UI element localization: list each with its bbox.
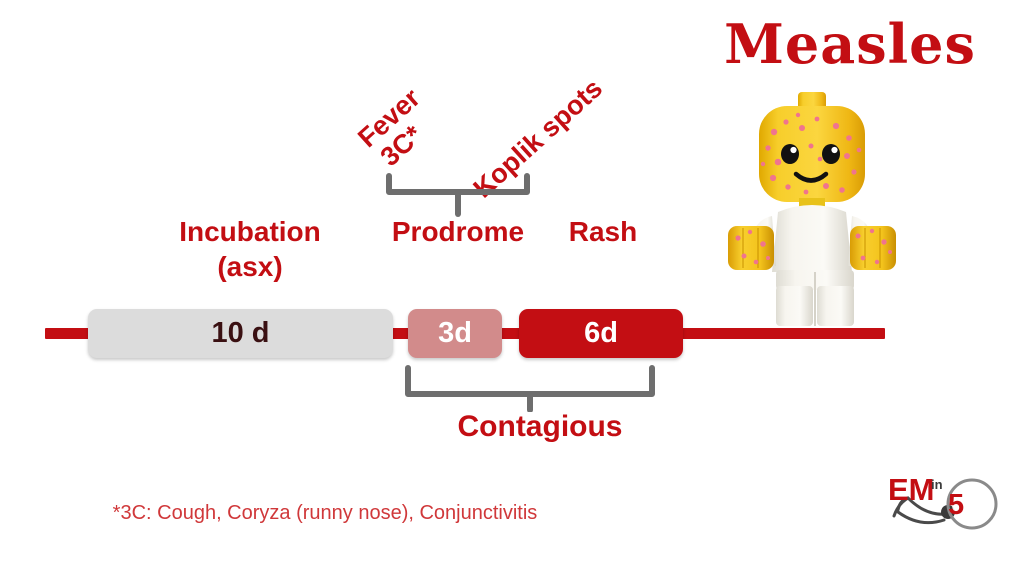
lego-minifigure-illustration: [716, 86, 916, 326]
logo-em-text: EM: [888, 472, 935, 507]
stage-label-rash: Rash: [568, 216, 638, 247]
timeline-segment-prodrome: 3d: [408, 309, 502, 358]
timeline-segment-rash: 6d: [519, 309, 683, 358]
label-fever-3c: Fever 3C*: [352, 83, 445, 174]
stage-label-contagious: Contagious: [457, 410, 623, 443]
stage-label-incubation: Incubation (asx): [90, 214, 410, 284]
em-in-5-logo[interactable]: EM in 5: [888, 468, 1000, 534]
incubation-line1: Incubation: [179, 216, 321, 247]
timeline-segment-incubation: 10 d: [88, 309, 393, 358]
page-title: Measles: [724, 12, 976, 76]
stage-label-prodrome: Prodrome: [391, 216, 525, 247]
footnote-3c: *3C: Cough, Coryza (runny nose), Conjunc…: [112, 502, 538, 524]
incubation-line2: (asx): [217, 251, 283, 282]
logo-in-text: in: [931, 477, 943, 492]
contagious-bracket: [404, 364, 656, 412]
prodrome-bracket: [385, 172, 531, 220]
logo-5-text: 5: [948, 489, 964, 521]
